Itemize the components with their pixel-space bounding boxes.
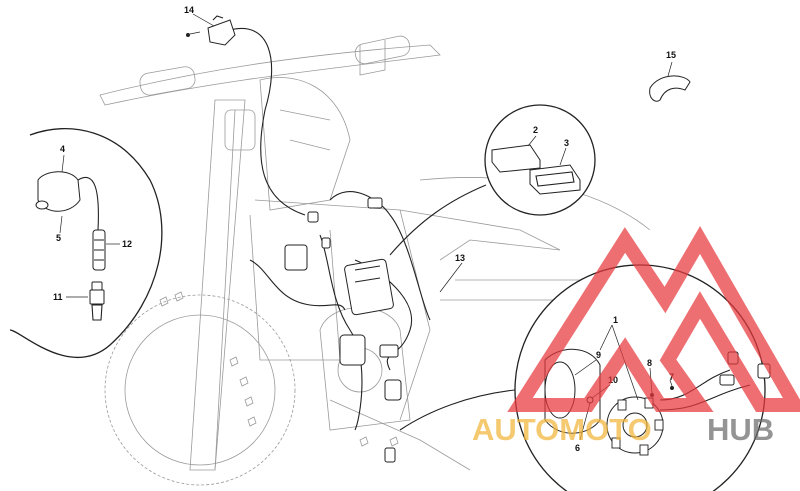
callout-5: 5 <box>56 233 61 243</box>
callout-11: 11 <box>53 292 63 302</box>
watermark-brand-right: HUB <box>707 412 774 447</box>
part-clip <box>649 61 691 102</box>
callout-6: 6 <box>575 443 580 453</box>
callout-3: 3 <box>564 138 569 148</box>
callout-1: 1 <box>613 315 618 325</box>
callout-4: 4 <box>60 144 65 154</box>
watermark-logo: AUTOMOTO HUB <box>472 226 800 447</box>
watermark-triangle-icon <box>507 226 800 412</box>
motorcycle-outline <box>99 35 651 486</box>
callout-13: 13 <box>455 253 465 263</box>
callout-14: 14 <box>184 5 194 15</box>
watermark-brand-left: AUTOMOTO <box>472 412 652 447</box>
detail-circle-parts-2-3 <box>389 104 596 256</box>
callout-2: 2 <box>533 125 538 135</box>
callout-9: 9 <box>596 350 601 360</box>
callout-15: 15 <box>666 50 676 60</box>
callout-12: 12 <box>122 239 132 249</box>
detail-circle-left <box>9 128 163 359</box>
callout-8: 8 <box>647 358 652 368</box>
part-kill-switch <box>186 15 236 46</box>
wiring-harness <box>229 27 431 463</box>
